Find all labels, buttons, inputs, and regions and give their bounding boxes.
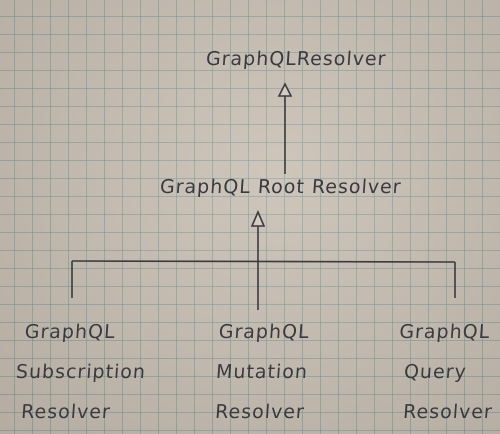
subscription-line-1: GraphQL bbox=[24, 321, 117, 343]
subscription-line-2: Subscription bbox=[15, 361, 147, 383]
graphql-resolver-node: GraphQLResolver bbox=[205, 48, 388, 70]
mutation-line-3: Resolver bbox=[214, 401, 306, 423]
query-line-2: Query bbox=[403, 361, 468, 383]
mutation-line-2: Mutation bbox=[215, 361, 309, 383]
query-resolver-node: GraphQL Query Resolver bbox=[388, 312, 496, 432]
query-line-1: GraphQL bbox=[398, 321, 491, 343]
base-inheritance-arrowhead bbox=[277, 82, 293, 97]
query-line-3: Resolver bbox=[402, 401, 494, 423]
mutation-line-1: GraphQL bbox=[218, 321, 311, 343]
mutation-resolver-node: GraphQL Mutation Resolver bbox=[192, 312, 320, 432]
children-bus-line bbox=[71, 260, 456, 263]
subscription-resolver-node: GraphQL Subscription Resolver bbox=[2, 312, 160, 432]
root-inheritance-arrowhead bbox=[250, 209, 266, 227]
graphql-root-resolver-node: GraphQL Root Resolver bbox=[159, 176, 403, 198]
subscription-line-3: Resolver bbox=[20, 401, 112, 423]
